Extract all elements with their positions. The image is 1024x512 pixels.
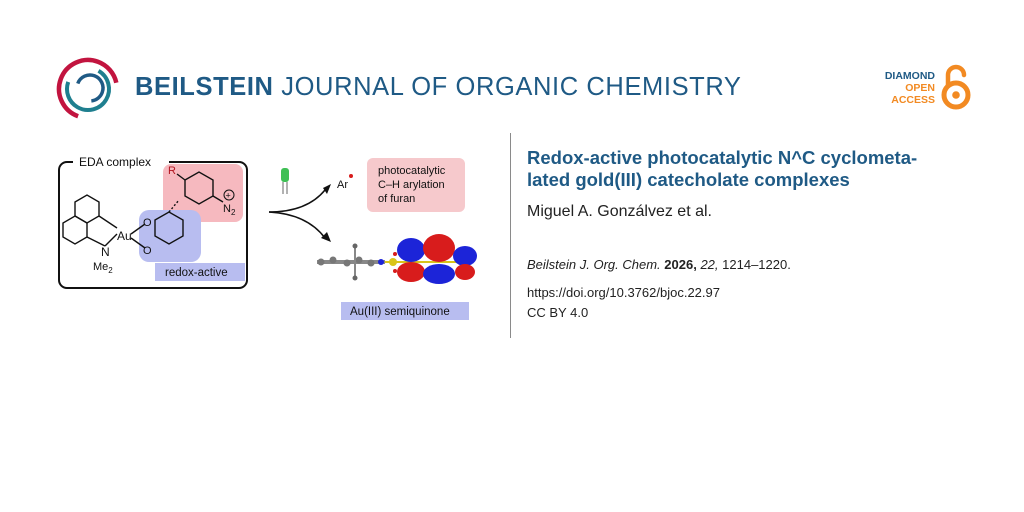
journal-abbreviation: Beilstein J. Org. Chem. xyxy=(527,257,661,272)
redox-active-label: redox-active xyxy=(165,267,228,279)
badge-line-access: ACCESS xyxy=(891,94,935,106)
eda-complex-label: EDA complex xyxy=(79,155,151,169)
radical-dot xyxy=(349,174,353,178)
diazonium-aryl-structure xyxy=(176,171,224,205)
diazonium-label: N2 xyxy=(223,203,236,217)
semiquinone-orbital-model xyxy=(317,234,477,284)
substituent-r-label: R xyxy=(168,165,176,177)
product-line-2: C–H arylation xyxy=(378,179,445,191)
badge-line-diamond: DIAMOND xyxy=(884,70,935,82)
graphical-abstract: EDA complex redox-active Au N Me2 O O R … xyxy=(58,154,477,320)
citation-volume: 22, xyxy=(700,257,719,272)
citation-year: 2026, xyxy=(664,257,697,272)
article-citation: Beilstein J. Org. Chem. 2026, 22, 1214–1… xyxy=(527,257,791,272)
article-title-line-1: Redox-active photocatalytic N^C cyclomet… xyxy=(527,147,918,168)
redox-active-label-bg xyxy=(155,263,245,281)
oxygen-label-top: O xyxy=(143,217,152,229)
catecholate-structure xyxy=(130,199,184,249)
badge-line-open: OPEN xyxy=(905,82,935,94)
product-line-3: of furan xyxy=(378,193,415,205)
gold-atom-label: Au xyxy=(117,229,132,243)
vertical-divider xyxy=(510,133,511,338)
article-license: CC BY 4.0 xyxy=(527,305,589,320)
article-title-line-2: lated gold(III) catecholate complexes xyxy=(527,169,850,190)
product-line-1: photocatalytic xyxy=(378,165,446,177)
diamond-open-access-badge: DIAMOND OPEN ACCESS xyxy=(870,64,975,112)
nitrogen-label: N xyxy=(101,245,110,259)
oxygen-label-bottom: O xyxy=(143,245,152,257)
aryl-radical-label: Ar xyxy=(337,179,348,191)
article-doi-link[interactable]: https://doi.org/10.3762/bjoc.22.97 xyxy=(527,285,720,300)
article-authors: Miguel A. Gonzálvez et al. xyxy=(527,203,712,220)
semiquinone-label: Au(III) semiquinone xyxy=(350,306,450,318)
naphthyl-ligand-structure xyxy=(62,194,118,247)
reaction-arrows xyxy=(268,189,326,239)
beilstein-logo-icon xyxy=(56,57,120,121)
semiquinone-label-bg xyxy=(341,302,469,320)
open-access-lock-icon xyxy=(941,64,971,110)
journal-title: BEILSTEIN JOURNAL OF ORGANIC CHEMISTRY xyxy=(135,72,742,102)
citation-pages: 1214–1220. xyxy=(722,257,791,272)
nme2-label: Me2 xyxy=(93,261,113,275)
journal-name-rest: JOURNAL OF ORGANIC CHEMISTRY xyxy=(281,73,742,101)
green-led-icon xyxy=(281,168,289,194)
journal-name-bold: BEILSTEIN xyxy=(135,73,274,101)
article-title: Redox-active photocatalytic N^C cyclomet… xyxy=(527,147,987,191)
product-box xyxy=(367,158,465,212)
plus-charge: + xyxy=(226,191,231,201)
